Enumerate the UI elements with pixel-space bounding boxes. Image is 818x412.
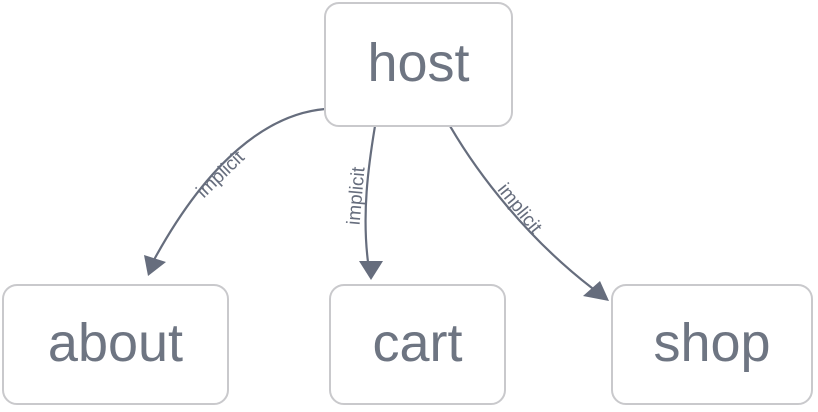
arrowhead-about-icon	[144, 255, 166, 276]
node-cart-label: cart	[372, 313, 462, 373]
node-host-label: host	[367, 33, 469, 93]
edge-host-about-path	[153, 107, 327, 260]
edge-host-shop-path	[448, 124, 594, 290]
node-about-label: about	[48, 313, 183, 373]
edge-host-about[interactable]: implicit	[144, 107, 327, 276]
edge-label-host-about: implicit	[192, 146, 249, 202]
node-host-rect	[324, 2, 513, 127]
edge-label-host-shop: implicit	[493, 180, 546, 239]
node-shop-rect	[611, 284, 813, 405]
edge-label-host-cart: implicit	[344, 165, 370, 225]
edge-host-cart-path	[364, 124, 377, 264]
edge-host-cart[interactable]: implicit	[344, 124, 383, 280]
node-cart-rect	[329, 284, 506, 405]
nodes-layer: host about cart shop	[2, 2, 813, 405]
edges-layer: implicit implicit implicit	[144, 107, 609, 301]
node-shop-label: shop	[653, 313, 770, 373]
edge-host-shop[interactable]: implicit	[448, 124, 609, 301]
node-about-rect	[2, 284, 229, 405]
node-host[interactable]: host	[324, 2, 513, 127]
arrowhead-cart-icon	[359, 261, 383, 280]
node-about[interactable]: about	[2, 284, 229, 405]
node-shop[interactable]: shop	[611, 284, 813, 405]
arrowhead-shop-icon	[583, 281, 609, 301]
node-cart[interactable]: cart	[329, 284, 506, 405]
